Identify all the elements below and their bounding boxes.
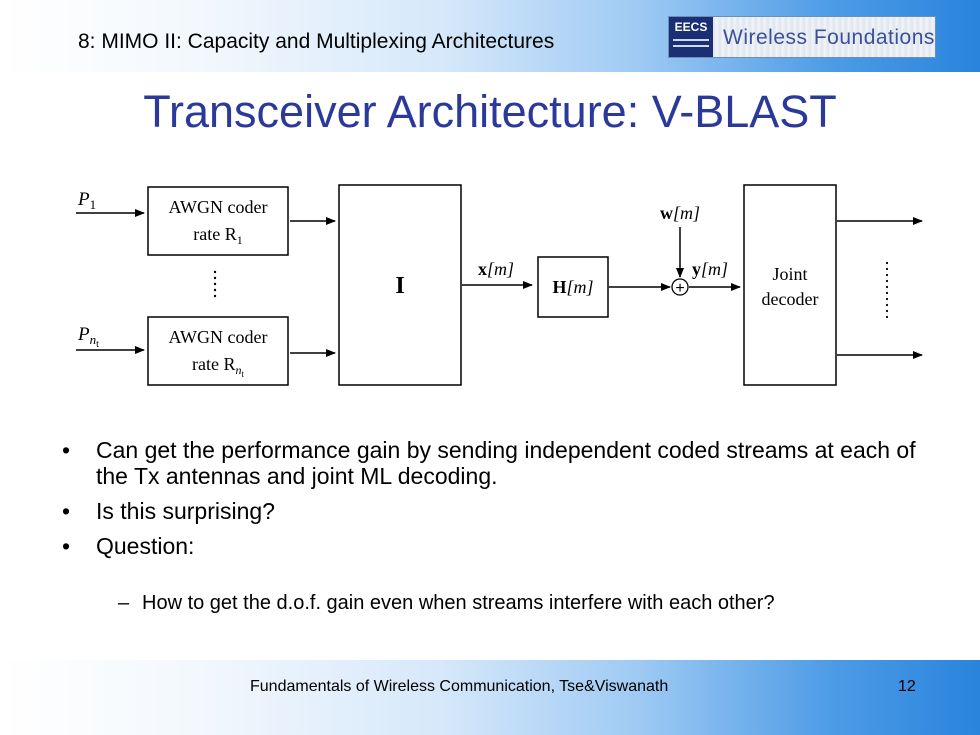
awgn-coder-top-line2: rate R1: [193, 224, 242, 247]
adder-circle: [671, 278, 689, 296]
awgn-coder-top-line1: AWGN coder: [168, 197, 267, 217]
eecs-badge: EECS: [669, 17, 713, 57]
badge-stripe: [673, 45, 709, 47]
vblast-diagram: P1 AWGN coder rate R1 Pnt AWGN coder rat…: [76, 184, 923, 386]
badge-stripe: [673, 39, 709, 41]
sub-bullet-marker: –: [118, 592, 130, 614]
bullet-item: • Question:: [62, 533, 942, 559]
awgn-coder-bottom-line1: AWGN coder: [168, 327, 267, 347]
slide-title: Transceiver Architecture: V-BLAST: [143, 86, 837, 137]
bullet-item: • Can get the performance gain by sending…: [62, 437, 942, 489]
logo-text: Wireless Foundations: [723, 26, 935, 49]
bullet-item: • Is this surprising?: [62, 498, 942, 524]
awgn-coder-top-box: [147, 186, 289, 256]
footer-band: [0, 660, 980, 735]
course-title: 8: MIMO II: Capacity and Multiplexing Ar…: [78, 30, 555, 53]
bullet-text: Can get the performance gain by sending …: [96, 437, 916, 489]
coder-ellipsis: [213, 270, 217, 298]
wireless-foundations-logo: EECS Wireless Foundations: [668, 16, 936, 58]
y-signal-label: y[m]: [692, 259, 728, 279]
bullet-marker: •: [62, 533, 71, 559]
bullet-text: Is this surprising?: [96, 498, 275, 524]
bullet-list: • Can get the performance gain by sending…: [62, 437, 942, 568]
joint-decoder-box: [743, 184, 837, 386]
x-signal-label: x[m]: [478, 259, 514, 279]
sub-bullet-text: How to get the d.o.f. gain even when str…: [142, 592, 775, 614]
interleaver-box: [338, 184, 462, 386]
joint-decoder-line2: decoder: [762, 289, 819, 309]
awgn-coder-bottom-line2: rate Rnt: [192, 354, 244, 379]
noise-w-label: w[m]: [660, 203, 700, 223]
bullet-text: Question:: [96, 533, 195, 559]
bullet-marker: •: [62, 437, 71, 463]
footer-text: Fundamentals of Wireless Communication, …: [250, 678, 669, 695]
channel-h-box: [537, 256, 609, 318]
adder-plus: +: [675, 280, 684, 297]
page-number: 12: [898, 678, 916, 695]
joint-decoder-line1: Joint: [772, 264, 807, 284]
interleaver-label: I: [395, 273, 404, 299]
input-p1-label: P1: [77, 189, 96, 212]
input-pnt-label: Pnt: [77, 324, 99, 350]
channel-h-label: H[m]: [552, 277, 593, 297]
awgn-coder-bottom-box: [147, 316, 289, 386]
output-ellipsis: [885, 261, 889, 319]
bullet-marker: •: [62, 498, 71, 524]
